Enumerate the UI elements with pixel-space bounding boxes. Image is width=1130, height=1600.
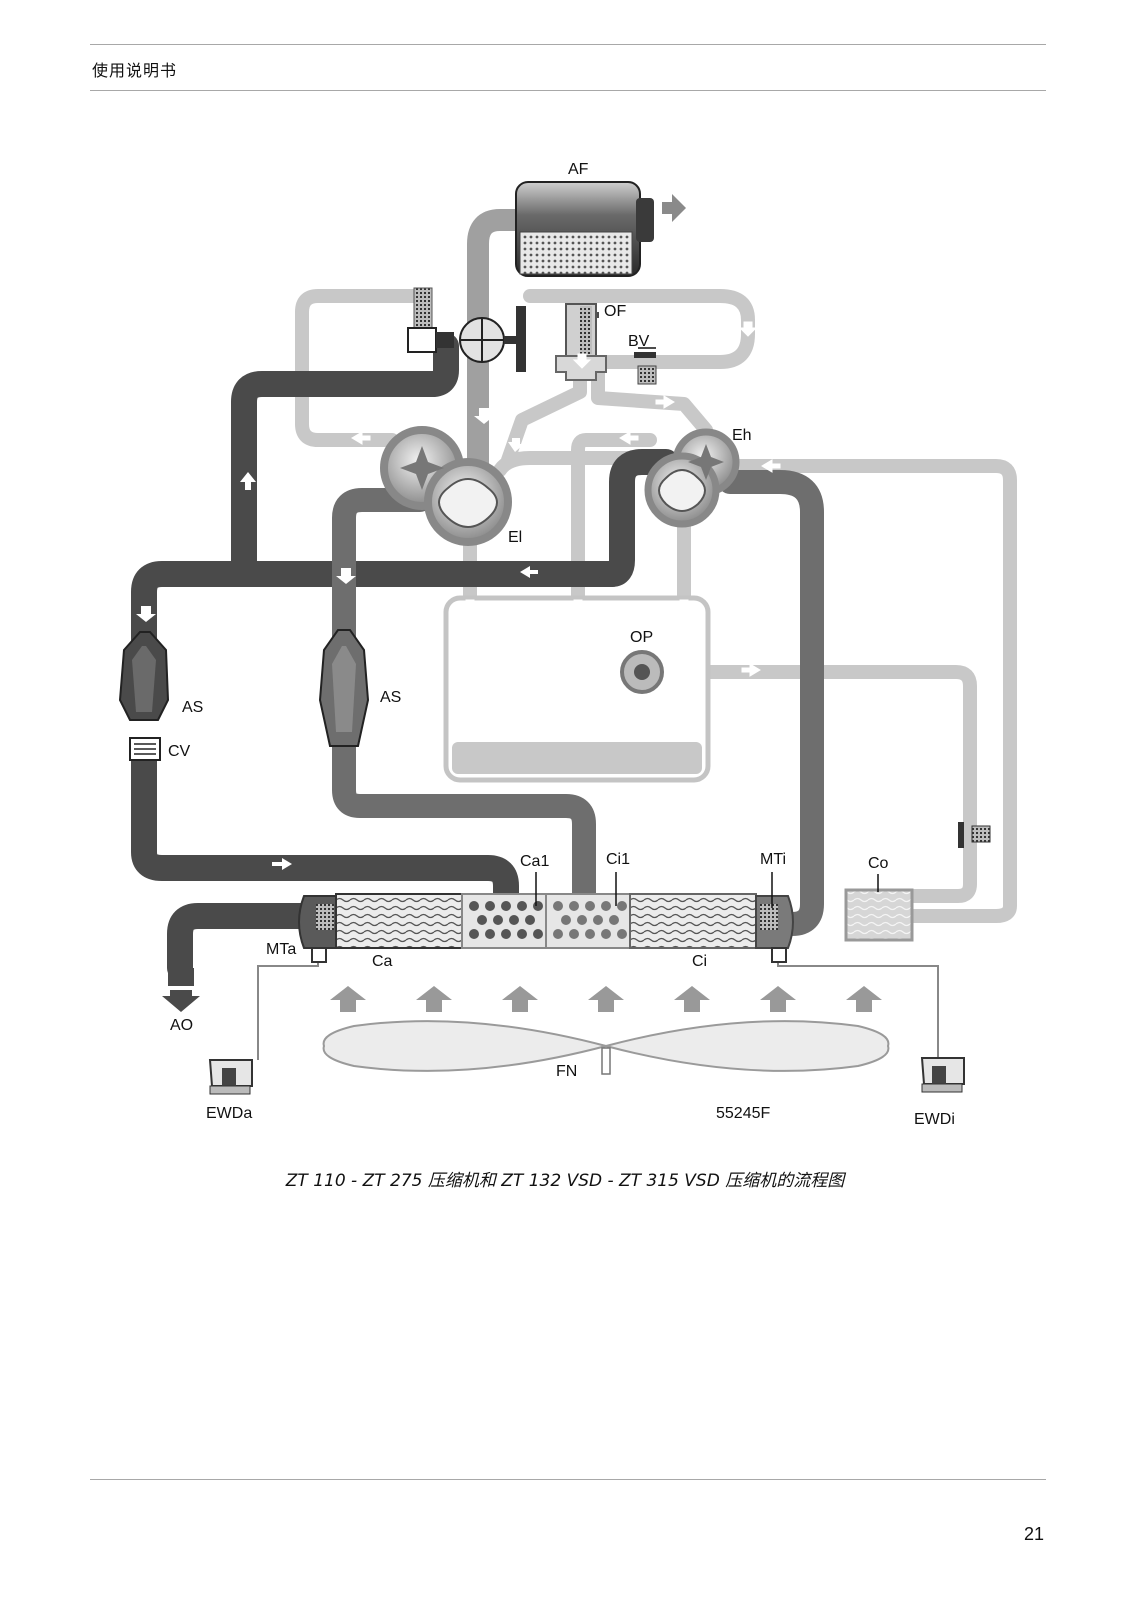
check-valve [129, 737, 161, 761]
fan-blades [322, 1020, 890, 1075]
page-number: 21 [1023, 1524, 1044, 1544]
figure-caption: ZT 110 - ZT 275 压缩机和 ZT 132 VSD - ZT 315… [285, 1171, 845, 1191]
flow-arrows [136, 408, 538, 870]
label-ewdi: EWDi [914, 1111, 955, 1128]
air-filter [515, 181, 686, 277]
oil-pump [620, 650, 664, 694]
drain-valve-ewda [208, 947, 327, 1095]
low-pressure-element [380, 426, 512, 546]
cooler-core-dots [469, 901, 627, 939]
drain-valve-ewdi [771, 947, 965, 1093]
header-title: 使用说明书 [92, 61, 178, 80]
cooling-air-arrows [330, 986, 882, 1012]
header-top-rule [90, 44, 1046, 45]
label-op: OP [630, 629, 653, 646]
cooler-block [298, 893, 794, 949]
flow-diagram: AF OF BV Eh El OP AS AS CV Ca1 Ci1 MTi C… [118, 161, 1017, 1128]
oil-filter [555, 303, 607, 381]
footer-rule [90, 1479, 1046, 1480]
label-mta: MTa [266, 941, 296, 958]
label-fn: FN [556, 1063, 577, 1080]
label-of: OF [604, 303, 626, 320]
high-pressure-element [644, 428, 740, 528]
compressed-air-pipes [131, 333, 679, 981]
thermostatic-valve [958, 822, 991, 848]
intercooled-air-pipes [332, 470, 824, 936]
diagram-labels: AF OF BV Eh El OP AS AS CV Ca1 Ci1 MTi C… [168, 161, 955, 1128]
label-figure-id: 55245F [716, 1105, 770, 1122]
label-bv: BV [628, 333, 650, 350]
air-inlet-pipe [445, 209, 533, 489]
oil-tank [443, 595, 711, 783]
label-as-left: AS [182, 699, 203, 716]
leader-lines [535, 312, 879, 908]
label-co: Co [868, 855, 889, 872]
air-outlet-arrow-icon [162, 968, 200, 1012]
label-ewda: EWDa [206, 1105, 252, 1122]
label-cv: CV [168, 743, 191, 760]
label-ci: Ci [692, 953, 707, 970]
label-mti: MTi [760, 851, 786, 868]
bypass-valve [634, 352, 657, 385]
label-as-mid: AS [380, 689, 401, 706]
oil-flow-arrows [351, 321, 781, 727]
header-bottom-rule [90, 90, 1046, 91]
label-af: AF [568, 161, 589, 178]
oil-cooler [844, 888, 914, 942]
air-separator-left [118, 631, 170, 721]
label-el: El [508, 529, 522, 546]
air-separator-mid [318, 629, 370, 747]
label-ca: Ca [372, 953, 393, 970]
label-ci1: Ci1 [606, 851, 630, 868]
inlet-valve [407, 287, 526, 372]
label-ca1: Ca1 [520, 853, 549, 870]
label-eh: Eh [732, 427, 752, 444]
oil-level [452, 742, 702, 774]
label-ao: AO [170, 1017, 193, 1034]
